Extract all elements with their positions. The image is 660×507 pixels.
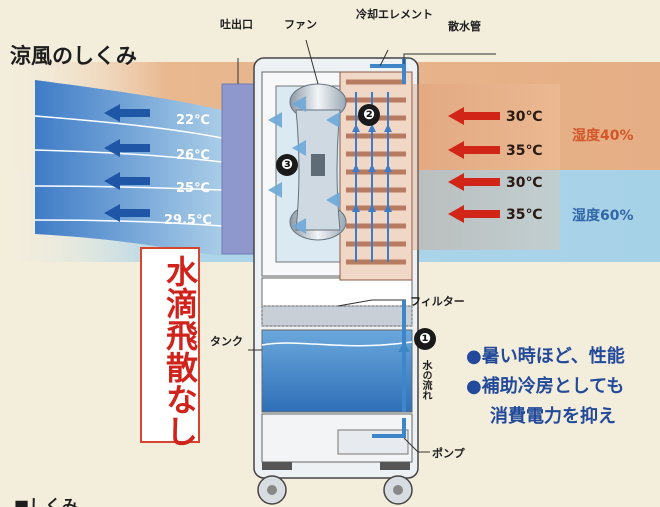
cool-temp-2: 26℃ bbox=[176, 148, 210, 163]
water-flow-arrow bbox=[398, 342, 410, 352]
cooling-element bbox=[339, 71, 413, 281]
diagram-title: 涼風のしくみ bbox=[10, 44, 137, 68]
bullet-2: ●補助冷房としても bbox=[466, 376, 625, 397]
footer-partial-title: ■しくみ bbox=[14, 496, 78, 507]
warm-temp-2: 35℃ bbox=[506, 143, 543, 159]
cool-temp-3: 25℃ bbox=[176, 181, 210, 196]
label-fan: ファン bbox=[284, 18, 317, 31]
step-3-marker: ❸ bbox=[276, 154, 298, 176]
internal-air-arrows bbox=[268, 96, 340, 234]
cool-air-streams bbox=[34, 80, 223, 256]
wheels bbox=[257, 462, 413, 505]
step-1-marker: ❶ bbox=[414, 328, 436, 350]
humidity-60: 湿度60% bbox=[572, 208, 634, 224]
warm-temp-3: 30℃ bbox=[506, 175, 543, 191]
cool-temp-1: 22℃ bbox=[176, 113, 210, 128]
no-droplets-callout: 水滴飛散なし bbox=[140, 247, 200, 447]
warm-air-arrows bbox=[448, 107, 500, 223]
warm-air-streams bbox=[412, 84, 560, 250]
step-2-marker: ❷ bbox=[358, 104, 380, 126]
outlet bbox=[221, 83, 259, 255]
no-droplets-text: 水滴飛散なし bbox=[161, 255, 199, 447]
label-cooling-element: 冷却エレメント bbox=[356, 8, 433, 21]
water-flow-label: 水の流れ bbox=[420, 360, 431, 400]
cool-temp-4: 29.5℃ bbox=[164, 213, 212, 228]
label-sprinkler-pipe: 散水管 bbox=[448, 20, 481, 33]
warm-temp-4: 35℃ bbox=[506, 207, 543, 223]
filter-leader bbox=[337, 299, 406, 307]
label-tank: タンク bbox=[210, 335, 243, 348]
bullet-3: 消費電力を抑え bbox=[490, 406, 616, 427]
cool-air-arrows bbox=[104, 104, 150, 222]
label-pump: ポンプ bbox=[432, 447, 465, 460]
pump-leader bbox=[403, 437, 430, 453]
bullet-1: ●暑い時ほど、性能 bbox=[466, 346, 625, 367]
label-filter: フィルター bbox=[410, 295, 465, 308]
sprinkler-leader bbox=[403, 53, 496, 64]
humidity-40: 湿度40% bbox=[572, 128, 634, 144]
warm-temp-1: 30℃ bbox=[506, 109, 543, 125]
element-leader bbox=[379, 49, 389, 67]
fan-leader bbox=[305, 39, 319, 85]
label-outlet: 吐出口 bbox=[220, 18, 253, 31]
pump-pipe bbox=[372, 300, 406, 438]
